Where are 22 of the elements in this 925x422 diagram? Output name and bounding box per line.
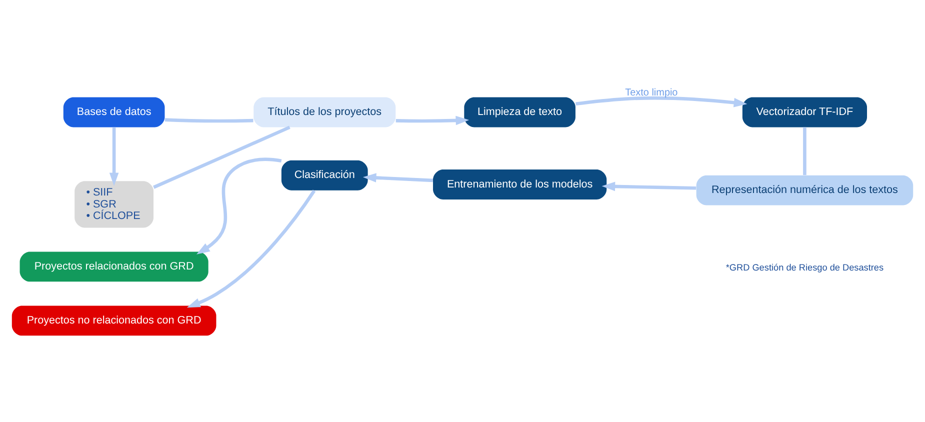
arrow (196, 157, 282, 254)
node-box: Representación numérica de los textos (696, 174, 914, 205)
label: *GRD Gestión de Riesgo de Desastres (726, 262, 884, 272)
connector (164, 118, 254, 122)
arrow (186, 189, 316, 308)
arrow (575, 96, 748, 107)
arrow (396, 115, 470, 125)
arrow (602, 181, 696, 191)
node-box: • SIIF • SGR • CÍCLOPE (74, 180, 154, 228)
node-box: Proyectos no relacionados con GRD (12, 305, 216, 336)
edge-label: Texto limpio (625, 86, 678, 98)
arrow (362, 172, 434, 182)
arrow (109, 126, 119, 186)
node-box: Limpieza de texto (464, 96, 576, 127)
node-box: Proyectos relacionados con GRD (20, 251, 208, 282)
connector (803, 126, 806, 175)
node-box: Vectorizador TF-IDF (742, 96, 867, 127)
node-box: Bases de datos (63, 96, 165, 127)
node-box: Clasificación (281, 160, 368, 190)
connector (153, 125, 290, 188)
node-box: Entrenamiento de los modelos (433, 169, 607, 199)
node-box: Títulos de los proyectos (254, 96, 396, 127)
